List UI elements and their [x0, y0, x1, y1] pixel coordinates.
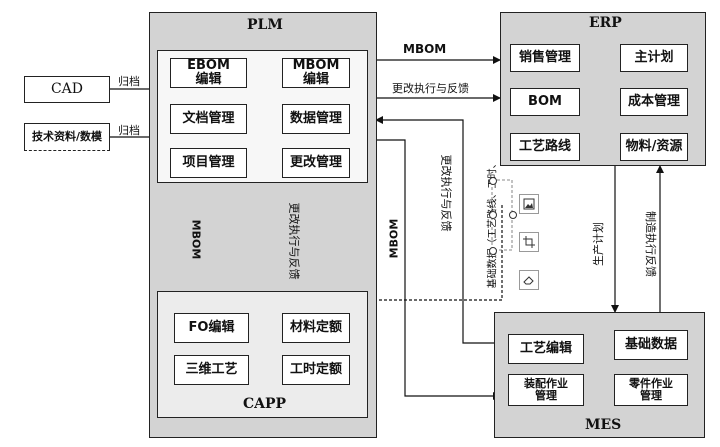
mfg-feedback-label: 制造执行反馈 [644, 211, 657, 277]
archive-label-2: 归档 [118, 124, 140, 137]
prod-plan-label: 生产计划 [592, 222, 605, 266]
crop-icon[interactable] [519, 232, 539, 252]
selection-handle-top[interactable] [489, 177, 497, 185]
selection-handle-right[interactable] [509, 211, 517, 219]
selection-handle-mid[interactable] [489, 211, 497, 219]
project-mgmt-module: 项目管理 [170, 148, 247, 178]
mes-title: MES [585, 417, 622, 433]
capp-title: CAPP [243, 396, 287, 412]
erp-feedback-label: 更改执行与反馈 [392, 82, 469, 95]
part-work-module: 零件作业 管理 [614, 374, 688, 406]
archive-label-1: 归档 [118, 75, 140, 88]
process-edit-module: 工艺编辑 [508, 334, 584, 364]
labor-quota-module: 工时定额 [282, 355, 350, 385]
ebom-sublabel: 编辑 [195, 72, 222, 87]
part-label: 零件作业 [629, 377, 673, 391]
material-quota-module: 材料定额 [282, 313, 350, 343]
erp-bom-module: BOM [510, 88, 580, 116]
image-icon[interactable] [519, 194, 539, 214]
erp-title: ERP [589, 15, 622, 31]
mbom-label: MBOM [292, 58, 340, 74]
assembly-label: 装配作业 [524, 377, 568, 391]
mbom-down-label: MBOM [189, 219, 203, 260]
master-plan-module: 主计划 [620, 44, 688, 72]
selection-handle-bottom[interactable] [489, 247, 497, 255]
material-resource-module: 物料/资源 [620, 133, 688, 161]
feedback-up-label: 更改执行与反馈 [287, 202, 301, 280]
process-route-module: 工艺路线 [510, 133, 580, 161]
assembly-work-module: 装配作业 管理 [508, 374, 584, 406]
capp-block: CAPP [157, 291, 368, 418]
fo-edit-module: FO编辑 [174, 313, 249, 343]
feedback-mes-label: 更改执行与反馈 [439, 154, 453, 232]
assembly-sublabel: 管理 [535, 389, 557, 402]
basic-data-module: 基础数据 [614, 330, 688, 360]
change-mgmt-module: 更改管理 [282, 148, 350, 178]
mbom-mes-arrow [376, 139, 501, 400]
mbom-mes-label: MBOM [387, 218, 401, 259]
mbom-edit-module: MBOM 编辑 [282, 58, 350, 88]
feedback-mes-arrow [375, 116, 500, 344]
cost-mgmt-module: 成本管理 [620, 88, 688, 116]
sales-mgmt-module: 销售管理 [510, 44, 580, 72]
cad-input: CAD [24, 76, 110, 103]
3d-process-module: 三维工艺 [174, 355, 249, 385]
eraser-icon[interactable] [519, 270, 539, 290]
tech-data-input: 技术资料/数模 [24, 123, 110, 151]
mbom-sublabel: 编辑 [302, 72, 329, 87]
plm-title: PLM [247, 17, 283, 33]
data-mgmt-module: 数据管理 [282, 104, 350, 134]
mbom-to-erp-label: MBOM [403, 42, 447, 56]
ebom-label: EBOM [187, 58, 230, 74]
part-sublabel: 管理 [640, 389, 662, 402]
document-mgmt-module: 文档管理 [170, 104, 247, 134]
ebom-edit-module: EBOM 编辑 [170, 58, 247, 88]
